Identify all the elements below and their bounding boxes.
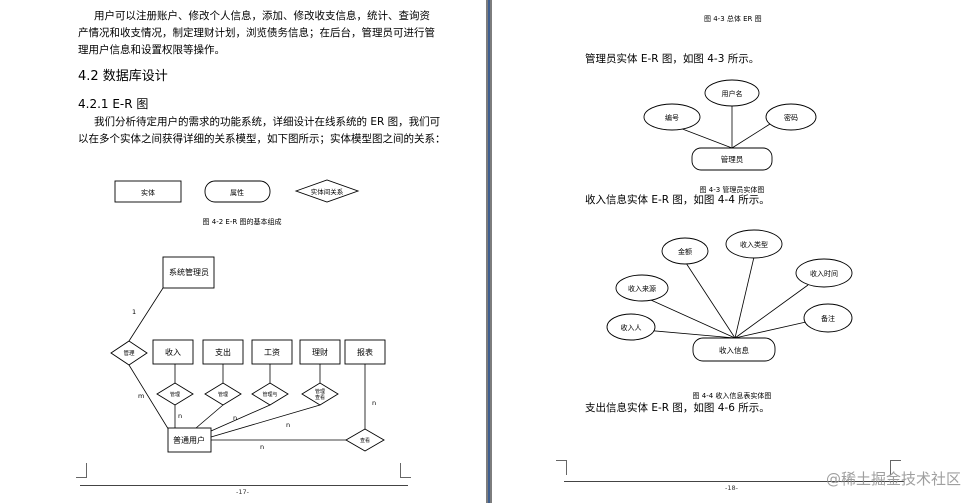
paragraph-line: 管理员实体 E-R 图，如图 4-3 所示。: [585, 53, 760, 65]
cardinality-label: n: [260, 443, 264, 451]
relation-income-label: 管理: [170, 391, 180, 398]
income-attr-type-label: 收入类型: [740, 240, 768, 249]
cardinality-label: n: [372, 399, 376, 407]
income-attr-time: 收入时间: [795, 258, 853, 288]
admin-entity: 管理员: [691, 147, 773, 171]
legend-entity-box: [114, 180, 182, 203]
admin-attr-password: 密码: [765, 103, 817, 131]
section-heading: 4.2 数据库设计: [78, 69, 168, 84]
relation-manage-label: 管理: [123, 349, 135, 357]
figure-caption: 图 4-3 总体 ER 图: [704, 15, 762, 23]
relation-expense-label: 管理: [218, 391, 228, 398]
admin-attr-id-label: 编号: [665, 113, 679, 122]
entity-salary-label: 工资: [264, 347, 280, 357]
income-attr-amount-label: 金额: [678, 247, 692, 256]
income-entity-label: 收入信息: [719, 345, 749, 355]
admin-attr-username: 用户名: [704, 79, 760, 107]
admin-entity-label: 管理员: [721, 154, 744, 164]
page-gap-accent: [488, 0, 490, 503]
income-entity: 收入信息: [692, 337, 776, 362]
figure-caption: 图 4-2 E-R 图的基本组成: [203, 217, 282, 226]
figure-caption: 图 4-3 管理员实体图: [700, 185, 765, 194]
cardinality-label: n: [286, 421, 290, 429]
income-attr-type: 收入类型: [725, 229, 783, 259]
legend-relation-label: 实体间关系: [311, 187, 344, 196]
cardinality-label: n: [233, 414, 237, 422]
er-figure-left: 实体 属性 实体间关系 图 4-2 E-R 图的基本组成 系统管理员: [110, 179, 386, 453]
margin-corner-mark: [556, 460, 567, 475]
entity-salary: 工资: [251, 339, 293, 365]
entity-expense-label: 支出: [215, 347, 231, 357]
entity-income-label: 收入: [165, 347, 181, 357]
footer-rule: [80, 485, 408, 486]
entity-user-label: 普通用户: [173, 435, 205, 445]
paragraph-line: 收入信息实体 E-R 图，如图 4-4 所示。: [585, 194, 770, 206]
relation-finance-label: 管理查看: [315, 388, 325, 401]
paragraph-line: 理用户信息和设置权限等操作。: [78, 44, 225, 56]
document-page-right: 图 4-3 总体 ER 图 管理员实体 E-R 图，如图 4-3 所示。 编号 …: [492, 0, 973, 503]
relation-manage: 管理: [110, 340, 148, 366]
income-attr-note: 备注: [803, 303, 853, 333]
margin-corner-mark: [890, 460, 901, 475]
paragraph-line: 用户可以注册账户、修改个人信息，添加、修改收支信息，统计、查询资: [94, 10, 430, 22]
admin-attr-username-label: 用户名: [722, 89, 743, 98]
paragraph-line: 以在多个实体之间获得详细的关系模型，如下图所示；实体模型图之间的关系：: [78, 133, 446, 145]
income-attr-note-label: 备注: [821, 314, 835, 323]
figure-caption: 图 4-4 收入信息表实体图: [693, 391, 772, 400]
entity-admin-label: 系统管理员: [169, 267, 209, 277]
entity-finance: 理财: [299, 339, 341, 365]
footer-rule: [564, 481, 904, 482]
admin-attr-password-label: 密码: [784, 113, 798, 122]
er-legend: 实体 属性 实体间关系: [114, 179, 360, 203]
entity-expense: 支出: [202, 339, 244, 365]
relation-manage-salary: 管理与: [251, 382, 289, 406]
cardinality-labels: 1 m n n n n n: [132, 308, 376, 451]
entity-user: 普通用户: [167, 427, 212, 453]
legend-attribute-box: [204, 180, 271, 203]
entity-finance-label: 理财: [312, 347, 328, 357]
legend-attribute-label: 属性: [230, 188, 244, 197]
paragraph-line: 我们分析待定用户的需求的功能系统，详细设计在线系统的 ER 图，我们可: [94, 116, 441, 128]
admin-attr-id: 编号: [643, 103, 701, 131]
income-attr-person: 收入人: [606, 313, 656, 341]
income-attr-person-label: 收入人: [621, 323, 642, 332]
margin-corner-mark: [400, 463, 411, 478]
income-attr-time-label: 收入时间: [810, 269, 838, 278]
relation-manage-income: 管理: [156, 382, 194, 406]
entity-report-label: 报表: [357, 347, 373, 357]
entity-admin: 系统管理员: [162, 256, 215, 289]
watermark: @稀土掘金技术社区: [825, 470, 961, 488]
income-attr-source: 收入来源: [615, 274, 669, 302]
relation-manage-expense: 管理: [204, 382, 242, 406]
paragraph-line: 产情况和收支情况，制定理财计划，浏览债务信息；在后台，管理员可进行管: [78, 27, 435, 39]
relation-manage-view-finance: 管理查看: [301, 382, 339, 406]
income-attr-source-label: 收入来源: [628, 284, 656, 293]
cardinality-label: 1: [132, 308, 136, 316]
page-number: -18-: [725, 484, 738, 492]
relation-view-report: 查看: [345, 428, 385, 452]
subsection-heading: 4.2.1 E-R 图: [78, 97, 149, 111]
income-er-connectors: [632, 256, 809, 339]
document-page-left: 用户可以注册账户、修改个人信息，添加、修改收支信息，统计、查询资 产情况和收支情…: [0, 0, 486, 503]
paragraph-line: 支出信息实体 E-R 图，如图 4-6 所示。: [585, 402, 770, 414]
er-figure-right: 编号 用户名 密码 管理员 图 4-3 管理员实体图 金额: [606, 79, 853, 400]
entity-report: 报表: [344, 339, 386, 365]
legend-entity-label: 实体: [141, 188, 155, 197]
er-connectors: [128, 287, 366, 441]
margin-corner-mark: [76, 463, 87, 478]
legend-relation-diamond: [294, 179, 360, 203]
page-number: -17-: [236, 488, 249, 496]
relation-salary-label: 管理与: [262, 391, 277, 398]
cardinality-label: n: [178, 412, 182, 420]
income-attr-amount: 金额: [661, 237, 709, 265]
cardinality-label: m: [138, 392, 144, 400]
relation-report-label: 查看: [360, 437, 370, 444]
entity-income: 收入: [152, 339, 194, 365]
